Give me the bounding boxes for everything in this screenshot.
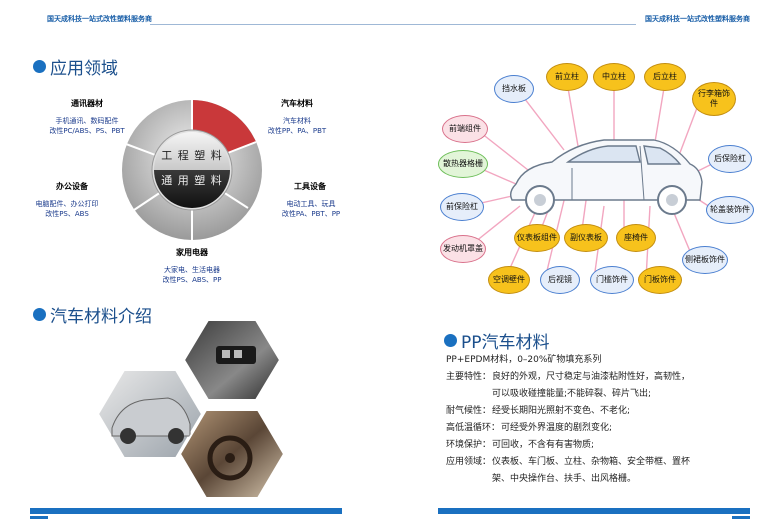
wheel-inner-bottom: [154, 170, 230, 208]
part-bubble-instrument-panel: 仪表板组件: [514, 224, 560, 252]
category-title-appliance: 家用电器: [176, 248, 208, 257]
part-bubble-console: 副仪表板: [564, 224, 608, 252]
part-bubble-b-pillar: 中立柱: [593, 63, 635, 91]
pp-description: PP+EPDM材料，0–20%矿物填充系列 主要特性：良好的外观，尺寸稳定与油漆…: [446, 352, 762, 488]
category-title-auto: 汽车材料: [281, 99, 313, 108]
part-bubble-seat: 座椅件: [616, 224, 656, 252]
category-desc-office: 电脑配件、办公打印改性PS、ABS: [35, 200, 99, 218]
part-bubble-ac-housing: 空调壁件: [488, 266, 530, 294]
wheel-inner-top: [154, 132, 230, 170]
part-bubble-front-module: 前端组件: [442, 115, 488, 143]
category-title-telecom: 通讯器材: [71, 99, 103, 108]
car-silhouette: [509, 139, 703, 201]
footer-mark: [30, 516, 48, 519]
pp-intro: PP+EPDM材料，0–20%矿物填充系列: [446, 355, 602, 365]
header-rule: [384, 24, 636, 25]
footer-mark: [732, 516, 750, 519]
category-title-office: 办公设备: [56, 182, 88, 191]
category-desc-auto: 汽车材料改性PP、PA、PBT: [267, 117, 327, 135]
category-desc-appliance: 大家电、生活电器改性PS、ABS、PP: [162, 266, 222, 284]
bullet-dot-icon: [444, 334, 457, 347]
category-desc-telecom: 手机通讯、数码配件改性PC/ABS、PS、PBT: [49, 117, 125, 135]
bullet-dot-icon: [33, 308, 46, 321]
footer-bar: [30, 508, 342, 514]
part-bubble-wheel-cover: 轮盖装饰件: [706, 196, 754, 224]
part-bubble-water-deflector: 挡水板: [494, 75, 534, 103]
footer-bar: [438, 508, 750, 514]
part-bubble-front-bumper: 前保险杠: [440, 193, 484, 221]
auto-photo-collage: [98, 319, 286, 499]
category-title-tools: 工具设备: [294, 182, 326, 191]
bullet-dot-icon: [33, 60, 46, 73]
part-bubble-c-pillar: 后立柱: [644, 63, 686, 91]
part-bubble-door-trim: 门板饰件: [638, 266, 682, 294]
wheel-label-engineering: 工 程 塑 料: [161, 149, 223, 162]
part-bubble-rear-bumper: 后保险杠: [708, 145, 752, 173]
section-title-application: 应用领域: [33, 54, 118, 79]
part-bubble-side-skirt: 侧裙板饰件: [682, 246, 728, 274]
part-bubble-sill-trim: 门槛饰件: [590, 266, 634, 294]
part-bubble-trunk-trim: 行李箱饰件: [692, 82, 736, 116]
category-desc-tools: 电动工具、玩具改性PA、PBT、PP: [281, 200, 341, 218]
left-page: 国天成科技一站式改性塑料服务商 应用领域: [30, 15, 384, 519]
section-title-pp: PP汽车材料: [444, 328, 550, 353]
part-bubble-a-pillar: 前立柱: [546, 63, 588, 91]
brand-header-left: 国天成科技一站式改性塑料服务商: [47, 15, 152, 23]
header-rule: [150, 24, 384, 25]
part-bubble-radiator-grille: 散热器格栅: [438, 150, 488, 178]
application-wheel: [122, 100, 262, 240]
part-bubble-hood: 发动机罩盖: [440, 235, 486, 263]
brand-header-right: 国天成科技一站式改性塑料服务商: [645, 15, 750, 23]
part-bubble-mirror: 后视镜: [540, 266, 580, 294]
right-page: 国天成科技一站式改性塑料服务商: [384, 0, 768, 519]
section-title-auto-materials: 汽车材料介绍: [33, 302, 152, 327]
wheel-label-general: 通 用 塑 料: [161, 174, 223, 187]
wheel-segment-auto: [192, 100, 256, 154]
